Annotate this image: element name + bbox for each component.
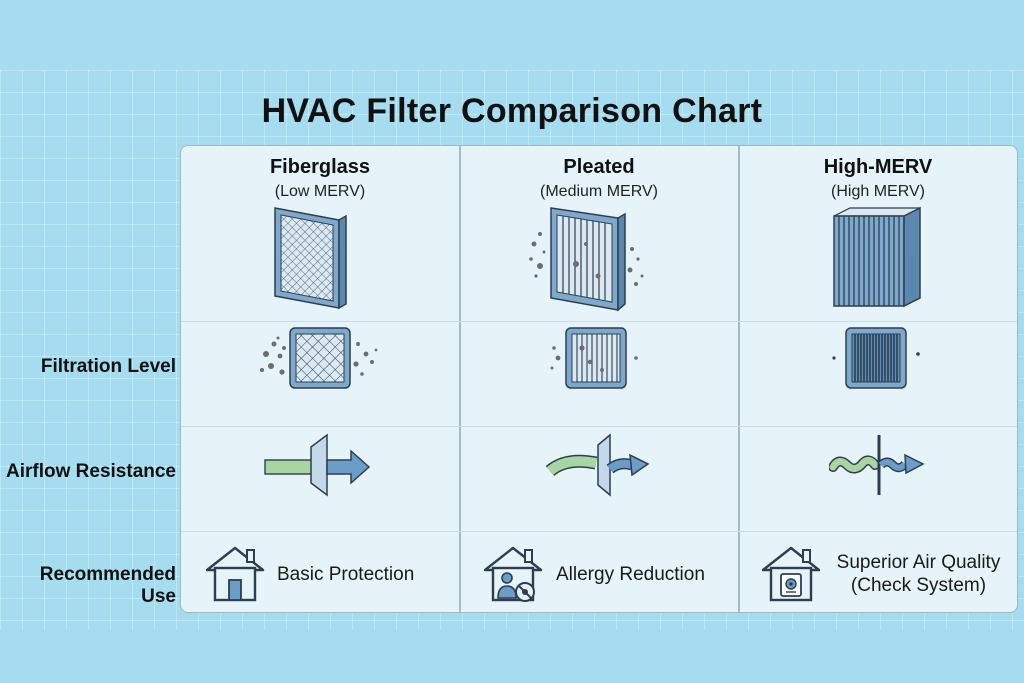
row-divider	[181, 321, 1017, 322]
pleated-filter-icon	[529, 207, 644, 312]
airflow-medium-icon	[546, 433, 650, 497]
use-label: Superior Air Quality	[836, 552, 1001, 573]
comparison-table: Fiberglass (Low MERV) Pleated (Medium ME…	[180, 145, 1018, 613]
chart-title: HVAC Filter Comparison Chart	[261, 92, 763, 130]
filtration-medium-icon	[550, 327, 638, 389]
column-name: Fiberglass	[269, 156, 371, 178]
use-label: Basic Protection	[277, 564, 415, 585]
use-text-high-merv: Superior Air Quality (Check System)	[826, 552, 1011, 598]
column-header-high-merv: High-MERV (High MERV)	[739, 156, 1017, 201]
row-divider	[181, 426, 1017, 427]
fiberglass-filter-icon	[274, 207, 347, 310]
allergy-house-icon	[483, 546, 543, 602]
use-note: (Check System)	[850, 574, 987, 596]
use-text-fiberglass: Basic Protection	[277, 564, 447, 587]
row-label-airflow: Airflow Resistance	[6, 461, 176, 482]
house-icon	[205, 546, 265, 602]
column-divider	[459, 146, 461, 612]
column-header-pleated: Pleated (Medium MERV)	[460, 156, 738, 201]
column-merv: (Low MERV)	[274, 183, 366, 200]
column-name: High-MERV	[823, 156, 933, 178]
column-merv: (High MERV)	[831, 183, 925, 200]
use-text-pleated: Allergy Reduction	[556, 564, 736, 587]
airflow-high-icon	[829, 435, 925, 495]
use-label: Allergy Reduction	[556, 564, 705, 585]
airflow-low-icon	[264, 433, 371, 497]
air-quality-house-icon	[761, 546, 821, 602]
row-label-use: Recommended Use	[39, 564, 176, 607]
filtration-high-icon	[832, 327, 920, 389]
filtration-low-icon	[260, 327, 378, 389]
row-label-filtration: Filtration Level	[40, 356, 176, 377]
high-merv-filter-icon	[833, 206, 921, 308]
row-divider	[181, 531, 1017, 532]
column-name: Pleated	[563, 156, 635, 178]
column-header-fiberglass: Fiberglass (Low MERV)	[181, 156, 459, 201]
column-merv: (Medium MERV)	[540, 183, 658, 200]
column-divider	[738, 146, 740, 612]
